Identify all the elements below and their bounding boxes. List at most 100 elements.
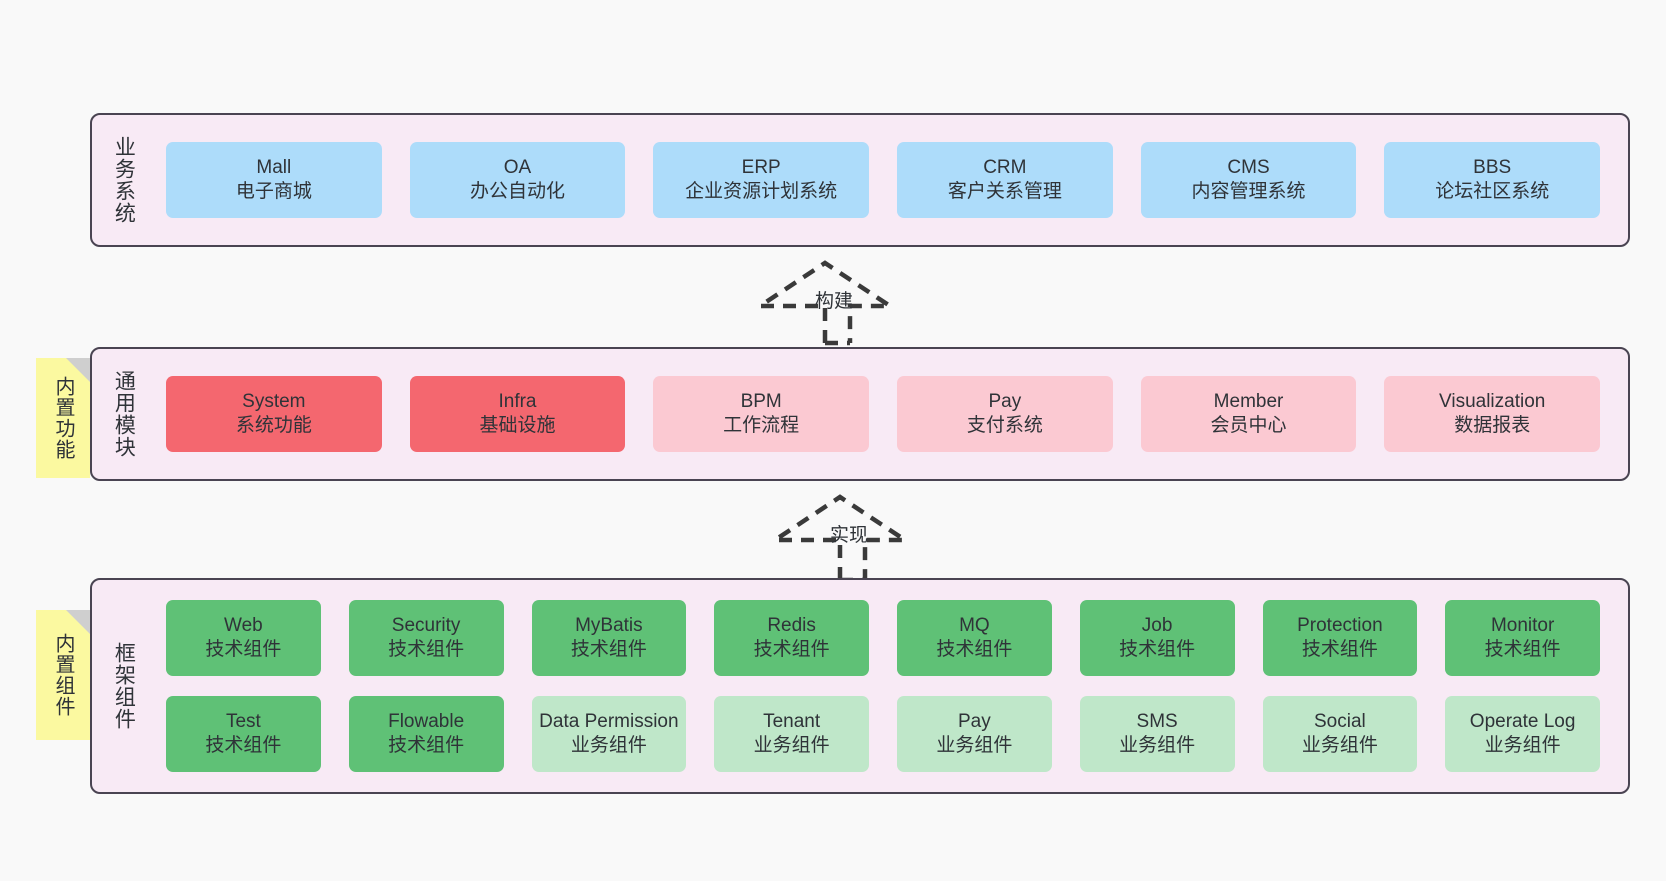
card-title: SMS — [1136, 711, 1178, 733]
card-title: BPM — [740, 391, 782, 413]
card-data-permission[interactable]: Data Permission 业务组件 — [531, 696, 687, 772]
dashed-generalization-arrow-icon — [752, 260, 898, 346]
card-mq[interactable]: MQ 技术组件 — [897, 600, 1052, 676]
card-title: Test — [225, 711, 261, 733]
card-cms[interactable]: CMS 内容管理系统 — [1140, 142, 1357, 218]
card-test[interactable]: Test 技术组件 — [166, 696, 321, 772]
card-flowable[interactable]: Flowable 技术组件 — [348, 696, 504, 772]
folded-corner-icon — [66, 610, 90, 634]
card-title: Mall — [256, 157, 292, 179]
card-crm[interactable]: CRM 客户关系管理 — [897, 142, 1113, 218]
card-web[interactable]: Web 技术组件 — [166, 600, 321, 676]
connector-build-label: 构建 — [815, 291, 854, 312]
layer-framework-cards: Web 技术组件 Security 技术组件 MyBatis 技术组件 Redi… — [146, 580, 1628, 792]
card-mall[interactable]: Mall 电子商城 — [166, 142, 382, 218]
card-subtitle: 会员中心 — [1210, 415, 1287, 436]
layer-title-framework: 框架组件 — [112, 642, 136, 730]
card-job[interactable]: Job 技术组件 — [1079, 600, 1235, 676]
card-title: BBS — [1473, 157, 1512, 179]
card-subtitle: 数据报表 — [1454, 415, 1531, 436]
card-oa[interactable]: OA 办公自动化 — [409, 142, 626, 218]
card-security[interactable]: Security 技术组件 — [348, 600, 504, 676]
card-tenant[interactable]: Tenant 业务组件 — [714, 696, 869, 772]
card-title: Redis — [767, 615, 816, 637]
card-title: ERP — [741, 157, 781, 179]
card-title: CMS — [1227, 157, 1270, 179]
card-subtitle: 业务组件 — [1301, 735, 1378, 756]
card-row: Web 技术组件 Security 技术组件 MyBatis 技术组件 Redi… — [152, 600, 1614, 676]
sticky-note-builtin-function: 内置功能 — [36, 358, 90, 478]
card-title: Operate Log — [1469, 711, 1576, 733]
sticky-note-builtin-component: 内置组件 — [36, 610, 90, 740]
card-subtitle: 技术组件 — [205, 735, 282, 756]
card-subtitle: 电子商城 — [235, 181, 312, 202]
layer-business-system: 业务系统 Mall 电子商城 OA 办公自动化 ERP 企业资源计划系统 CRM — [90, 113, 1630, 247]
card-subtitle: 工作流程 — [723, 415, 800, 436]
connector-implement-label: 实现 — [830, 525, 869, 546]
card-title: Member — [1213, 391, 1284, 413]
card-social[interactable]: Social 业务组件 — [1262, 696, 1418, 772]
card-protection[interactable]: Protection 技术组件 — [1262, 600, 1418, 676]
card-visualization[interactable]: Visualization 数据报表 — [1384, 376, 1601, 452]
card-bbs[interactable]: BBS 论坛社区系统 — [1384, 142, 1601, 218]
card-subtitle: 基础设施 — [479, 415, 556, 436]
card-subtitle: 技术组件 — [1119, 639, 1196, 660]
card-subtitle: 技术组件 — [753, 639, 830, 660]
card-monitor[interactable]: Monitor 技术组件 — [1445, 600, 1600, 676]
card-subtitle: 业务组件 — [936, 735, 1013, 756]
layer-business-cards: Mall 电子商城 OA 办公自动化 ERP 企业资源计划系统 CRM 客户关系… — [146, 115, 1628, 245]
card-infra[interactable]: Infra 基础设施 — [409, 376, 626, 452]
layer-framework-component: 框架组件 Web 技术组件 Security 技术组件 MyBatis 技术组件… — [90, 578, 1630, 794]
card-title: Data Permission — [539, 711, 679, 733]
layer-title-common-module: 通用模块 — [112, 370, 136, 458]
card-subtitle: 论坛社区系统 — [1435, 181, 1550, 202]
card-subtitle: 业务组件 — [1484, 735, 1561, 756]
card-title: Tenant — [763, 711, 821, 733]
card-subtitle: 技术组件 — [1301, 639, 1378, 660]
card-erp[interactable]: ERP 企业资源计划系统 — [653, 142, 870, 218]
layer-common-module: 通用模块 System 系统功能 Infra 基础设施 BPM 工作流程 Pay — [90, 347, 1630, 481]
card-redis[interactable]: Redis 技术组件 — [714, 600, 869, 676]
card-title: Pay — [988, 391, 1022, 413]
connector-build: 构建 — [752, 258, 905, 348]
card-title: OA — [503, 157, 532, 179]
connector-implement: 实现 — [767, 492, 920, 583]
card-title: CRM — [983, 157, 1027, 179]
card-subtitle: 企业资源计划系统 — [685, 181, 838, 202]
card-system[interactable]: System 系统功能 — [166, 376, 382, 452]
card-title: MQ — [959, 615, 990, 637]
card-row: System 系统功能 Infra 基础设施 BPM 工作流程 Pay 支付系统… — [152, 376, 1614, 452]
card-subtitle: 客户关系管理 — [947, 181, 1062, 202]
card-title: Protection — [1297, 615, 1383, 637]
card-title: Web — [224, 615, 263, 637]
card-member[interactable]: Member 会员中心 — [1140, 376, 1357, 452]
card-title: Social — [1314, 711, 1366, 733]
card-pay[interactable]: Pay 支付系统 — [897, 376, 1113, 452]
card-sms[interactable]: SMS 业务组件 — [1079, 696, 1235, 772]
card-subtitle: 业务组件 — [570, 735, 647, 756]
card-title: MyBatis — [575, 615, 643, 637]
sticky-note-label: 内置功能 — [52, 376, 74, 460]
card-subtitle: 技术组件 — [570, 639, 647, 660]
card-title: Pay — [958, 711, 991, 733]
card-bpm[interactable]: BPM 工作流程 — [653, 376, 870, 452]
card-title: Job — [1141, 615, 1173, 637]
card-subtitle: 技术组件 — [1484, 639, 1561, 660]
card-subtitle: 系统功能 — [235, 415, 312, 436]
card-subtitle: 支付系统 — [966, 415, 1043, 436]
layer-title-business: 业务系统 — [112, 136, 136, 224]
folded-corner-icon — [66, 358, 90, 382]
card-subtitle: 技术组件 — [205, 639, 282, 660]
card-subtitle: 内容管理系统 — [1191, 181, 1306, 202]
layer-common-cards: System 系统功能 Infra 基础设施 BPM 工作流程 Pay 支付系统… — [146, 349, 1628, 479]
card-mybatis[interactable]: MyBatis 技术组件 — [531, 600, 687, 676]
card-title: Visualization — [1439, 391, 1546, 413]
card-operate-log[interactable]: Operate Log 业务组件 — [1445, 696, 1600, 772]
sticky-note-label: 内置组件 — [52, 633, 74, 717]
card-title: System — [242, 391, 306, 413]
card-title: Flowable — [388, 711, 465, 733]
card-title: Monitor — [1490, 615, 1555, 637]
card-row: Test 技术组件 Flowable 技术组件 Data Permission … — [152, 696, 1614, 772]
card-pay-business[interactable]: Pay 业务组件 — [897, 696, 1052, 772]
